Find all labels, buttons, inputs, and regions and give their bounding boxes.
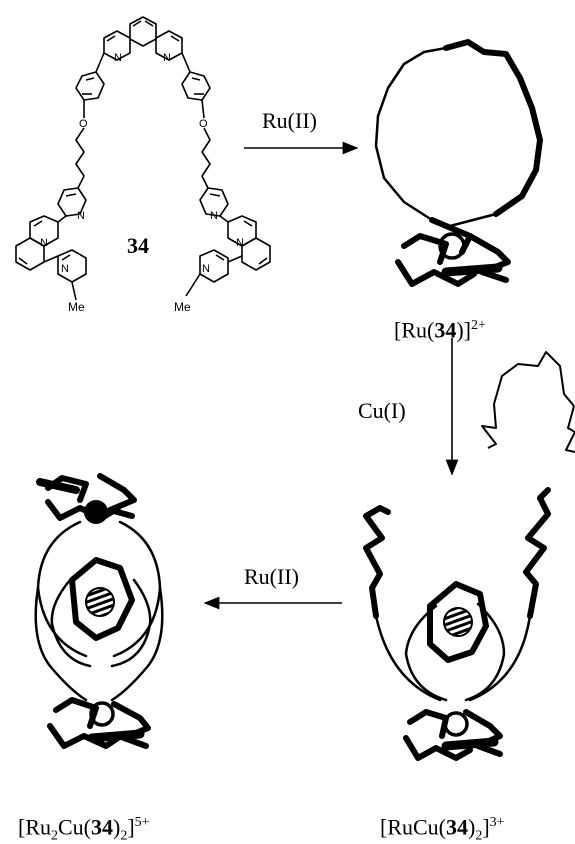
atom-label-o1: O xyxy=(79,118,88,130)
atom-label-me1: Me xyxy=(68,300,85,314)
left-terpyridine xyxy=(15,187,87,301)
atom-label-n8: N xyxy=(202,263,210,275)
product-label-rucu: [RuCu(34)2]3+ xyxy=(380,814,505,844)
reagent-label-step1: Ru(II) xyxy=(262,108,317,133)
right-linker xyxy=(201,127,211,189)
ligand-34-structure xyxy=(15,16,271,301)
atom-label-n3: N xyxy=(77,210,85,222)
reaction-arrows xyxy=(203,141,459,610)
atom-label-n7: N xyxy=(236,237,244,249)
ligand-34-cartoon xyxy=(481,351,575,453)
right-phenyl xyxy=(181,52,211,119)
compound-number-label: 34 xyxy=(127,233,149,258)
atom-label-me2: Me xyxy=(174,300,191,314)
rucu-complex-cartoon xyxy=(363,487,551,761)
atom-label-n4: N xyxy=(40,237,48,249)
left-linker xyxy=(75,127,85,189)
ru2cu-complex-cartoon xyxy=(34,473,164,749)
atom-label-n2: N xyxy=(163,52,171,64)
left-phenyl xyxy=(75,52,105,118)
product-label-ru34: [Ru(34)]2+ xyxy=(394,317,486,343)
reagent-label-step2: Cu(I) xyxy=(358,398,406,423)
reagent-label-step3: Ru(II) xyxy=(244,564,299,589)
atom-label-o2: O xyxy=(199,118,208,130)
right-terpyridine xyxy=(185,187,271,297)
atom-label-n5: N xyxy=(61,263,69,275)
atom-label-n6: N xyxy=(210,210,218,222)
ru34-complex-cartoon xyxy=(374,39,543,287)
atom-label-n1: N xyxy=(114,52,122,64)
product-label-ru2cu: [Ru2Cu(34)2]5+ xyxy=(18,814,150,844)
